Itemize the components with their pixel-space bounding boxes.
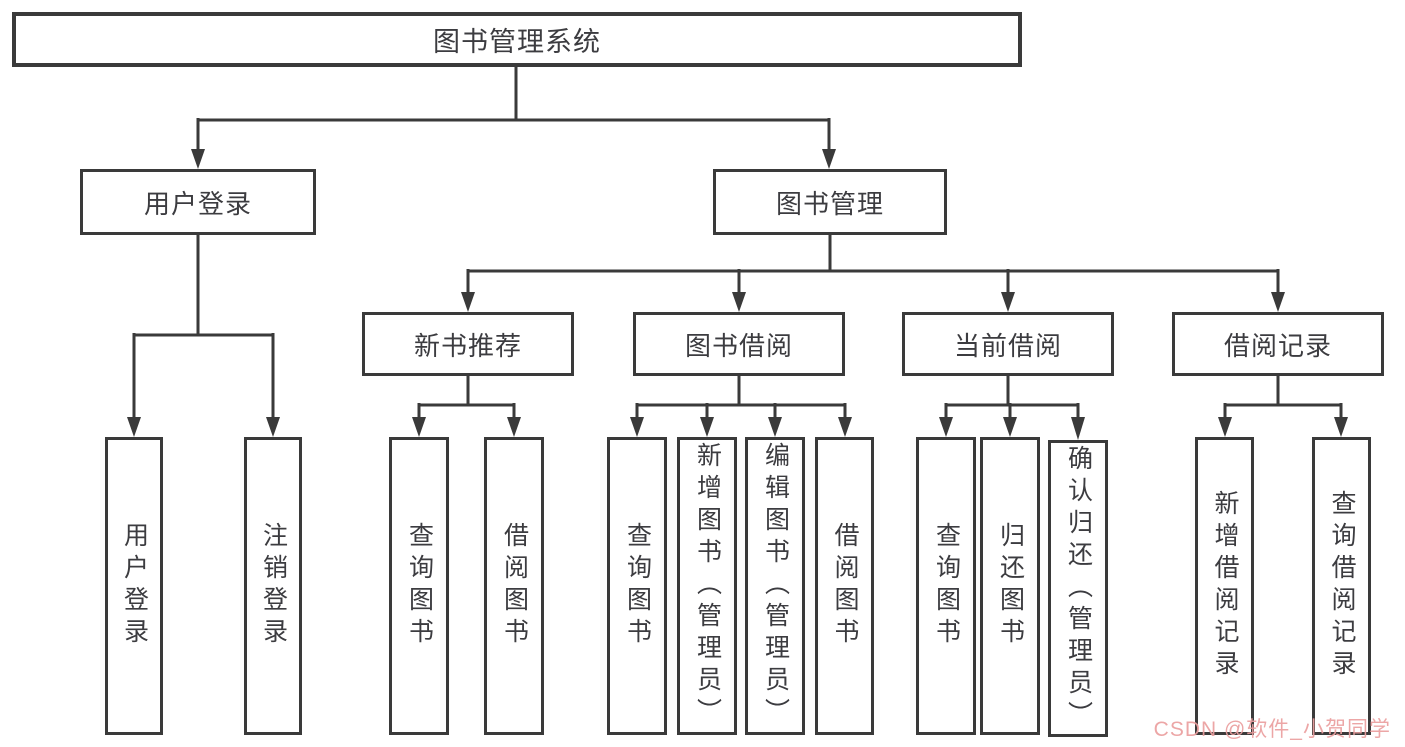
watermark: CSDN @软件_小贺同学 bbox=[1153, 718, 1391, 741]
node-label: 用户登录 bbox=[143, 188, 252, 219]
node-label: 用户登录 bbox=[120, 522, 149, 650]
node-label: 归还图书 bbox=[996, 522, 1025, 650]
connector-user-login-to-leaves bbox=[127, 234, 280, 437]
node-label: 图书管理系统 bbox=[433, 27, 601, 57]
node-label: 图书管理 bbox=[775, 188, 884, 219]
connector-borrow-records-to-leaves bbox=[1218, 375, 1348, 437]
arrowhead-down-icon bbox=[191, 149, 205, 169]
arrowhead-down-icon bbox=[732, 292, 746, 312]
node-library-management-system: 图书管理系统 bbox=[12, 12, 1022, 67]
leaf-query-borrow-record: 查询借阅记录 bbox=[1312, 437, 1371, 735]
arrowhead-down-icon bbox=[700, 417, 714, 437]
node-label: 借阅图书 bbox=[831, 522, 859, 650]
leaf-return-book: 归还图书 bbox=[980, 437, 1040, 735]
arrowhead-down-icon bbox=[461, 292, 475, 312]
node-label: 新书推荐 bbox=[413, 330, 522, 361]
leaf-borrow-books: 借阅图书 bbox=[815, 437, 874, 735]
arrowhead-down-icon bbox=[1334, 417, 1348, 437]
arrowhead-down-icon bbox=[939, 417, 953, 437]
leaf-add-borrow-record: 新增借阅记录 bbox=[1195, 437, 1254, 735]
node-label: 注销登录 bbox=[259, 522, 288, 650]
node-label: 当前借阅 bbox=[953, 330, 1062, 361]
arrowhead-down-icon bbox=[1071, 417, 1085, 440]
arrowhead-down-icon bbox=[1001, 292, 1015, 312]
arrowhead-down-icon bbox=[266, 417, 280, 437]
leaf-query-books-current: 查询图书 bbox=[916, 437, 976, 735]
arrowhead-down-icon bbox=[822, 149, 836, 169]
connector-book-management-to-level3 bbox=[461, 232, 1285, 312]
leaf-edit-book-admin: 编辑图书（管理员） bbox=[745, 437, 805, 735]
leaf-query-books-recommend: 查询图书 bbox=[389, 437, 449, 735]
node-label: 查询图书 bbox=[405, 522, 434, 650]
node-label: 确认归还（管理员） bbox=[1064, 444, 1093, 733]
leaf-add-book-admin: 新增图书（管理员） bbox=[677, 437, 737, 735]
node-label: 借阅图书 bbox=[500, 522, 529, 650]
arrowhead-down-icon bbox=[838, 417, 852, 437]
leaf-confirm-return-admin: 确认归还（管理员） bbox=[1048, 440, 1108, 737]
node-label: 查询图书 bbox=[932, 522, 961, 650]
connector-current-borrow-to-leaves bbox=[939, 375, 1085, 440]
node-borrow-records: 借阅记录 bbox=[1172, 312, 1384, 376]
leaf-user-login: 用户登录 bbox=[105, 437, 163, 735]
leaf-borrow-books-recommend: 借阅图书 bbox=[484, 437, 544, 735]
connector-book-borrow-to-leaves bbox=[630, 375, 852, 437]
node-label: 查询图书 bbox=[623, 522, 652, 650]
leaf-logout: 注销登录 bbox=[244, 437, 302, 735]
node-label: 借阅记录 bbox=[1223, 330, 1332, 361]
node-book-borrow: 图书借阅 bbox=[633, 312, 845, 376]
arrowhead-down-icon bbox=[768, 417, 782, 437]
node-label: 图书借阅 bbox=[684, 330, 793, 361]
arrowhead-down-icon bbox=[1218, 417, 1232, 437]
arrowhead-down-icon bbox=[630, 417, 644, 437]
node-user-login: 用户登录 bbox=[80, 169, 316, 235]
connector-new-book-recommend-to-leaves bbox=[412, 375, 521, 437]
arrowhead-down-icon bbox=[507, 417, 521, 437]
arrowhead-down-icon bbox=[127, 417, 141, 437]
node-new-book-recommend: 新书推荐 bbox=[362, 312, 574, 376]
node-label: 新增图书（管理员） bbox=[693, 442, 722, 730]
leaf-query-books-borrow: 查询图书 bbox=[607, 437, 667, 735]
node-current-borrow: 当前借阅 bbox=[902, 312, 1114, 376]
node-label: 新增借阅记录 bbox=[1211, 490, 1239, 682]
arrowhead-down-icon bbox=[412, 417, 426, 437]
node-label: 查询借阅记录 bbox=[1328, 490, 1356, 682]
node-label: 编辑图书（管理员） bbox=[761, 442, 790, 730]
arrowhead-down-icon bbox=[1003, 417, 1017, 437]
node-book-management: 图书管理 bbox=[713, 169, 947, 235]
connector-root-to-level2 bbox=[191, 66, 836, 169]
arrowhead-down-icon bbox=[1271, 292, 1285, 312]
